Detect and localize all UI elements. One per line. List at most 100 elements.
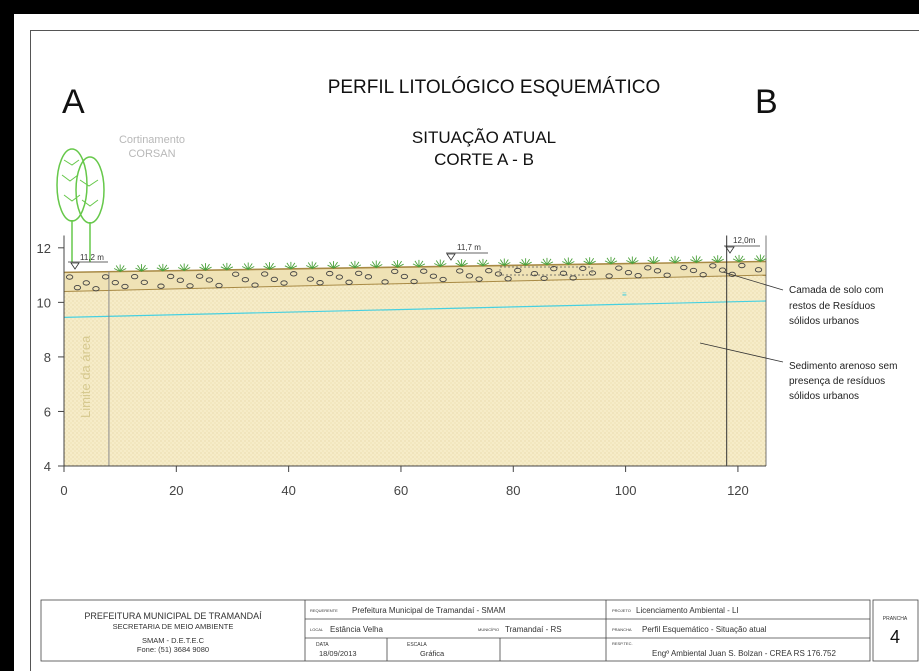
subtitle-section: CORTE A - B xyxy=(434,150,534,169)
waste-particle xyxy=(381,279,389,285)
tree-label-line1: Cortinamento xyxy=(119,134,185,146)
grass-tuft xyxy=(242,262,255,271)
waste-particle xyxy=(196,273,204,279)
waste-particle xyxy=(559,270,568,276)
grass-tuft xyxy=(732,254,746,263)
waste-particle xyxy=(130,274,139,280)
svg-text:REQUERENTE: REQUERENTE xyxy=(310,608,338,613)
waste-particle xyxy=(530,271,539,277)
svg-text:PRANCHA: PRANCHA xyxy=(612,627,632,632)
grass-tuft xyxy=(647,256,660,265)
waste-particle xyxy=(615,265,623,271)
grass-tuft xyxy=(711,255,724,264)
requerente-value: Prefeitura Municipal de Tramandaí - SMAM xyxy=(352,606,506,615)
waste-particle xyxy=(718,267,727,273)
waste-particle xyxy=(364,274,373,280)
waste-particle xyxy=(439,276,447,283)
org-department: SECRETARIA DE MEIO AMBIENTE xyxy=(113,622,234,631)
grass-tuft xyxy=(284,261,298,270)
grass-tuft xyxy=(199,263,212,271)
grass-tuft xyxy=(519,258,532,267)
ground-surface-line xyxy=(63,260,767,274)
water-table-line xyxy=(63,300,767,318)
point-a-label: A xyxy=(62,83,85,121)
waste-particle xyxy=(429,273,438,279)
grass-tuft xyxy=(562,257,575,266)
y-tick-label: 10 xyxy=(37,295,51,310)
x-tick-label: 0 xyxy=(60,483,67,498)
waste-particle xyxy=(111,280,119,286)
drawing-frame-left xyxy=(0,0,14,671)
legend-soil-line3: sólidos urbanos xyxy=(789,316,859,327)
waste-particle xyxy=(579,265,587,272)
municipio-value: Tramandaí - RS xyxy=(505,625,562,634)
sand-layer xyxy=(64,275,766,466)
sheet-description: Perfil Esquemático - Situação atual xyxy=(642,625,767,634)
svg-text:RESP.TEC.: RESP.TEC. xyxy=(612,641,633,646)
grass-tuft xyxy=(455,259,468,267)
elevation-marker-left: 11,2 m xyxy=(68,253,108,270)
title-block xyxy=(40,599,919,662)
grass-tuft xyxy=(626,256,639,265)
grass-tuft xyxy=(263,262,276,270)
y-tick-label: 12 xyxy=(37,241,51,256)
waste-particle xyxy=(465,273,474,279)
waste-particle xyxy=(550,265,558,272)
point-b-label: B xyxy=(755,83,778,121)
tree-icon xyxy=(56,148,105,262)
waste-particle xyxy=(605,273,613,279)
org-phone: Fone: (51) 3684 9080 xyxy=(137,645,209,654)
waste-particle xyxy=(663,272,671,278)
svg-text:MUNICÍPIO: MUNICÍPIO xyxy=(478,627,499,632)
soil-layer xyxy=(64,261,766,292)
waste-particle xyxy=(121,283,129,290)
grass-tuft xyxy=(370,260,383,269)
legend-sand-line3: sólidos urbanos xyxy=(789,391,859,402)
waste-particle xyxy=(316,280,324,286)
waste-particle xyxy=(157,283,165,289)
x-tick-label: 120 xyxy=(727,483,749,498)
waste-particle xyxy=(456,268,464,274)
svg-text:11,2 m: 11,2 m xyxy=(80,253,104,262)
waste-particle xyxy=(709,263,717,269)
waste-particle xyxy=(475,276,483,282)
tree-label-line2: CORSAN xyxy=(128,148,175,160)
local-value: Estância Velha xyxy=(330,625,383,634)
grass-tuft xyxy=(540,257,554,266)
waste-particle xyxy=(345,279,353,285)
svg-text:PROJETO: PROJETO xyxy=(612,608,631,613)
grass-tufts xyxy=(113,254,767,273)
waste-particle xyxy=(140,279,148,286)
date-value: 18/09/2013 xyxy=(319,649,357,658)
limit-label: Limite da área xyxy=(78,335,93,418)
grass-tuft xyxy=(327,261,340,269)
waste-particle xyxy=(400,273,409,280)
org-division: SMAM - D.E.T.E.C xyxy=(142,636,205,645)
x-tick-label: 40 xyxy=(281,483,295,498)
svg-text:PRANCHA: PRANCHA xyxy=(883,616,908,622)
waste-particle xyxy=(355,270,363,276)
grass-tuft xyxy=(177,263,191,272)
waste-particle xyxy=(485,268,493,274)
grass-tuft xyxy=(220,262,234,271)
waste-particle xyxy=(689,267,698,274)
waste-particle xyxy=(391,268,399,275)
sheet-number: 4 xyxy=(890,627,900,647)
title-block-text: PREFEITURA MUNICIPAL DE TRAMANDAÍ SECRET… xyxy=(84,606,908,658)
scale-value: Gráfica xyxy=(420,649,445,658)
waste-particles xyxy=(65,262,763,292)
waste-particle xyxy=(82,280,90,286)
grass-tuft xyxy=(113,264,127,273)
waste-particle xyxy=(504,276,512,282)
drawing-border xyxy=(30,30,919,671)
grass-tuft xyxy=(668,255,682,264)
waste-particle xyxy=(176,277,184,283)
waste-particle xyxy=(494,271,503,277)
legend-soil-line1: Camada de solo com xyxy=(789,285,884,296)
waste-particle xyxy=(65,274,74,280)
waste-particle xyxy=(290,271,298,277)
grass-tuft xyxy=(690,255,703,264)
waste-particle xyxy=(92,286,100,292)
grass-tuft xyxy=(135,264,148,272)
